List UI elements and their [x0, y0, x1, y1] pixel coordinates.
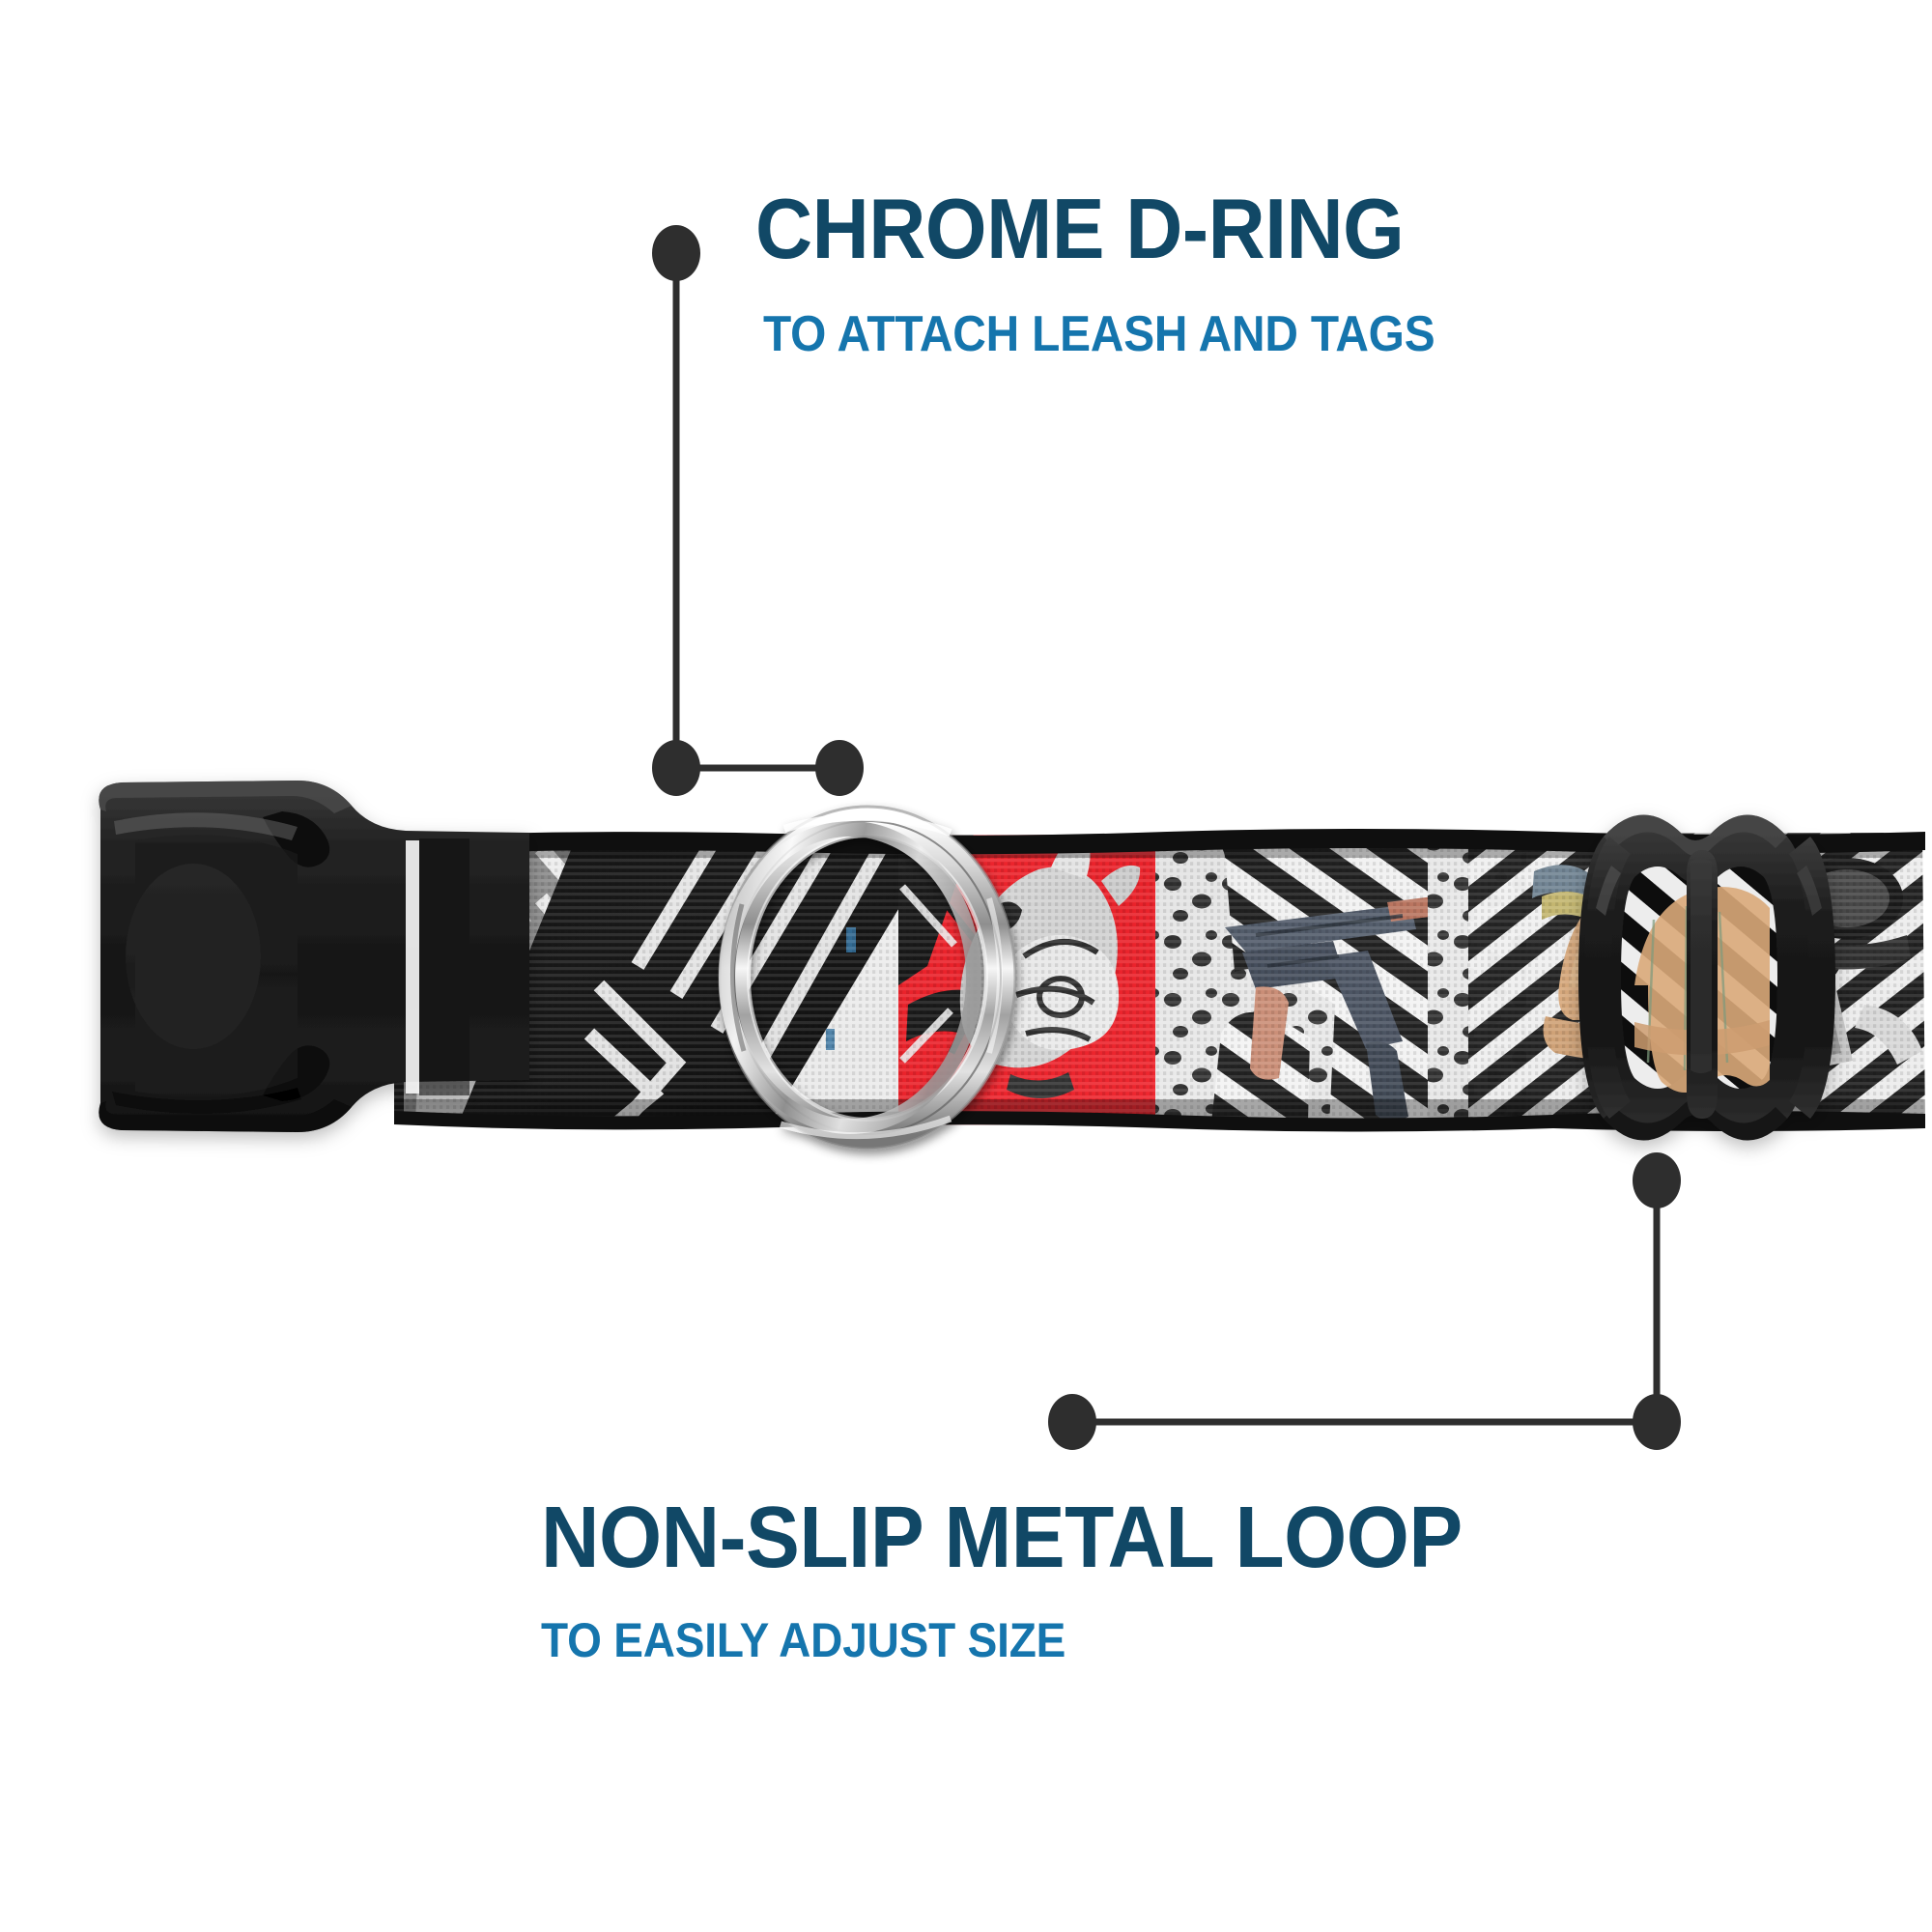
chrome-d-ring — [718, 805, 1017, 1151]
callout-title-chrome-d-ring: CHROME D-RING — [755, 181, 1405, 276]
callout-subtitle-non-slip-metal-loop: TO EASILY ADJUST SIZE — [541, 1613, 1066, 1667]
callout-subtitle-chrome-d-ring: TO ATTACH LEASH AND TAGS — [763, 306, 1435, 362]
callout-title-non-slip-metal-loop: NON-SLIP METAL LOOP — [541, 1490, 1463, 1586]
side-release-buckle — [99, 781, 529, 1132]
metal-adjustment-loop — [1578, 814, 1835, 1141]
